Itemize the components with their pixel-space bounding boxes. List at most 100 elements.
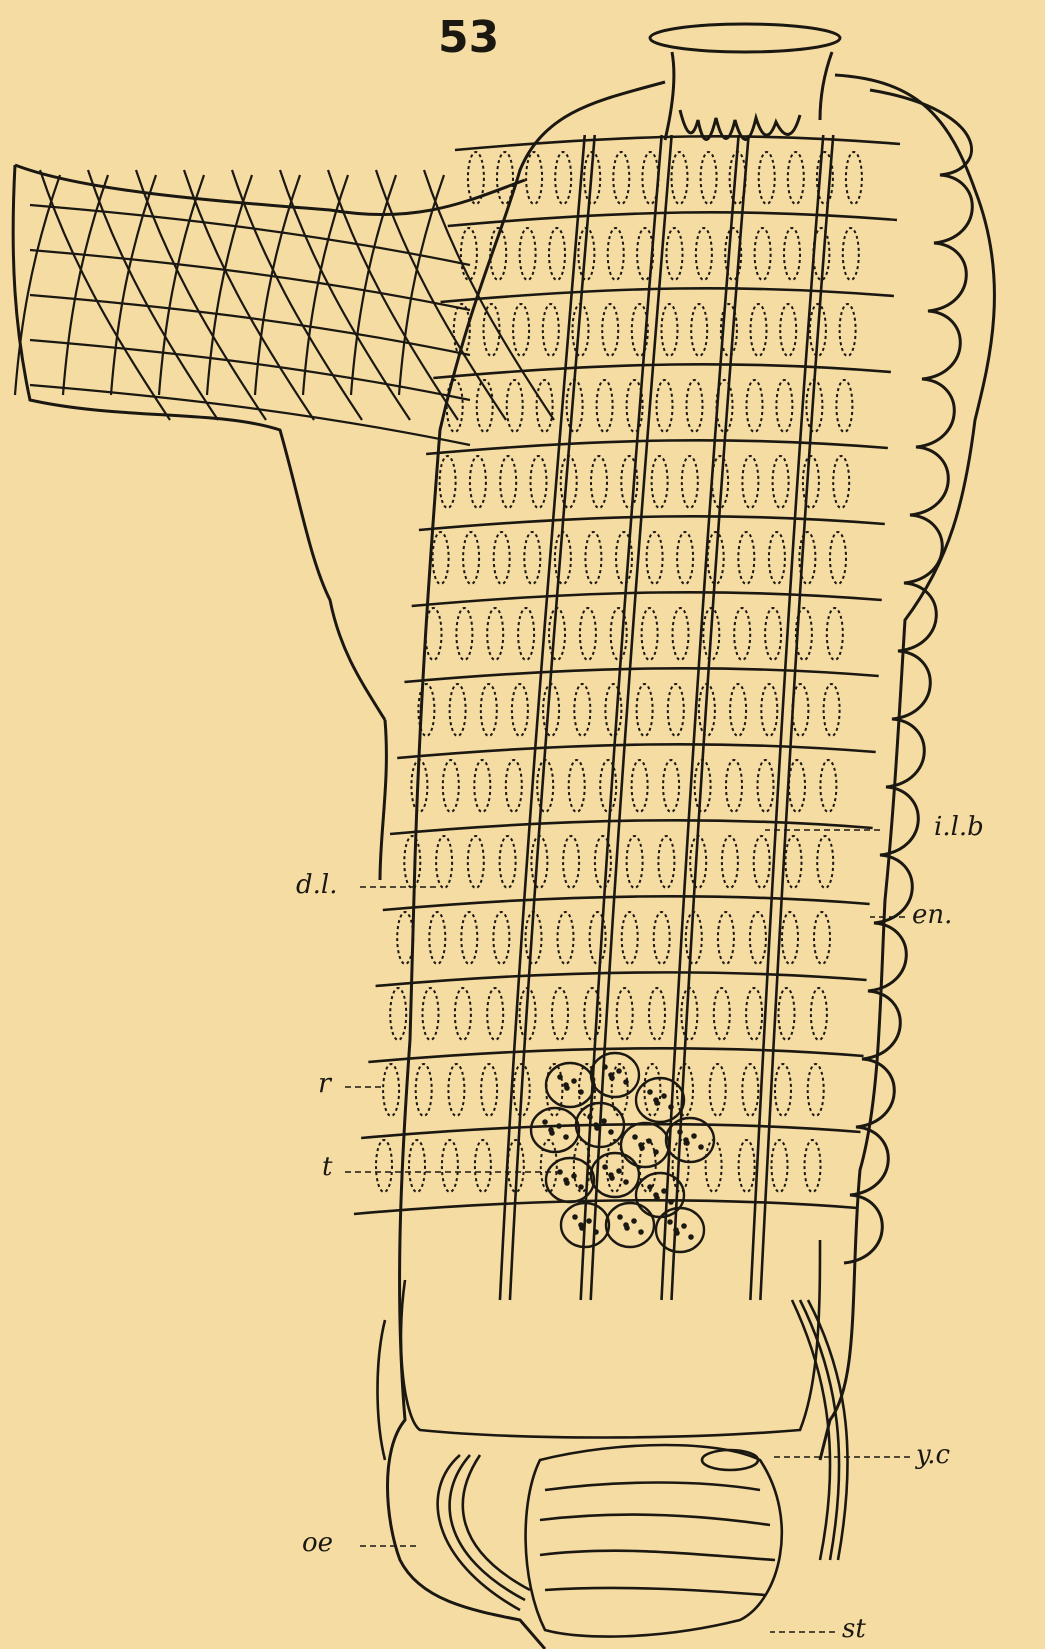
stigma-slit [677,532,693,584]
stigma-slit [657,380,673,432]
testis-dot [543,1120,546,1123]
testis-dot [669,1200,672,1203]
stigma-slit [742,1064,758,1116]
transverse-bar [426,440,888,454]
stigma-slit [734,608,750,660]
stigma-slit [383,1064,399,1116]
stigma-slit [788,152,804,204]
stigma-slit [481,684,497,736]
testis-dot [624,1180,627,1183]
stigma-slit [632,760,648,812]
testis-dot [633,1135,636,1138]
stigma-slit [376,1140,392,1192]
stigma-slit [549,228,565,280]
testis-lobule [546,1063,594,1107]
testis-dot [603,1065,606,1068]
stigma-slit [758,760,774,812]
stigma-slit [558,912,574,964]
stigma-slit [512,684,528,736]
stigma-slit [456,608,472,660]
stigma-slit [642,152,658,204]
left-lobe [13,165,525,880]
testis-dot [564,1135,567,1138]
stigma-slit [470,456,486,508]
testis-dot [682,1224,685,1227]
stigma-slit [602,304,618,356]
endostyle-outline [844,90,972,1263]
stigma-slit [461,228,477,280]
stigma-slit [658,836,674,888]
transverse-bar [368,1048,863,1062]
stigma-slit [506,760,522,812]
testis-dot [594,1123,597,1126]
label-yc: y.c [916,1440,950,1470]
stigma-slit [493,912,509,964]
transverse-bar [404,668,878,682]
stigma-slit [468,152,484,204]
testis-dot [572,1174,575,1177]
stigma-slit [429,912,445,964]
testis-dot [648,1185,651,1188]
label-dl: d.l. [296,870,338,900]
stigma-slit [494,532,510,584]
stigma-slit [617,988,633,1040]
stigma-slit [531,456,547,508]
testis-dot [579,1185,582,1188]
testis-dot [617,1069,620,1072]
stigma-slit [520,228,536,280]
stigma-slit [746,988,762,1040]
stigma-slit [803,456,819,508]
stigma-slit [513,304,529,356]
testis-lobule [531,1108,579,1152]
testis-dot [668,1220,671,1223]
testis-dot [557,1124,560,1127]
stigma-slit [569,760,585,812]
stigma-slit [543,304,559,356]
stigma-slit [817,836,833,888]
stigma-slit [433,532,449,584]
stigma-slit [622,912,638,964]
stigma-slit [701,152,717,204]
stigma-slit [761,684,777,736]
testis-lobule [656,1208,704,1252]
transverse-bar [448,212,897,226]
stigma-slit [714,988,730,1040]
stigma-slit [805,1140,821,1192]
stigma-slit [751,304,767,356]
stigma-slit [436,836,452,888]
stigma-slit [808,1064,824,1116]
stigma-slit [397,912,413,964]
transverse-bar [441,288,894,302]
testis-dot [632,1219,635,1222]
label-st: st [842,1614,866,1644]
stigma-slit [663,760,679,812]
stigma-slit [524,532,540,584]
testis-dot [624,1223,627,1226]
stigma-slit [668,684,684,736]
stigma-slit [440,456,456,508]
testis-dot [588,1115,591,1118]
testis-dot [684,1138,687,1141]
testis-dot [609,1130,612,1133]
label-r: r [318,1068,331,1099]
stigma-slit [738,532,754,584]
label-oe: oe [302,1528,333,1558]
testis-dot [602,1119,605,1122]
stigma-slit [779,988,795,1040]
testis-dot [699,1145,702,1148]
testis-dot [689,1235,692,1238]
stigma-slit [739,1140,755,1192]
stigma-slit [423,988,439,1040]
stigma-slit [649,988,665,1040]
testis-lobule [606,1203,654,1247]
stigma-slit [726,760,742,812]
stigma-slit [500,456,516,508]
stigma-slit [507,380,523,432]
transverse-bar [412,592,882,606]
label-en: en. [912,900,952,930]
stigma-slit [672,152,688,204]
stigma-slit [662,304,678,356]
stigma-slit [487,608,503,660]
testis-dot [639,1230,642,1233]
stigma-slit [814,912,830,964]
